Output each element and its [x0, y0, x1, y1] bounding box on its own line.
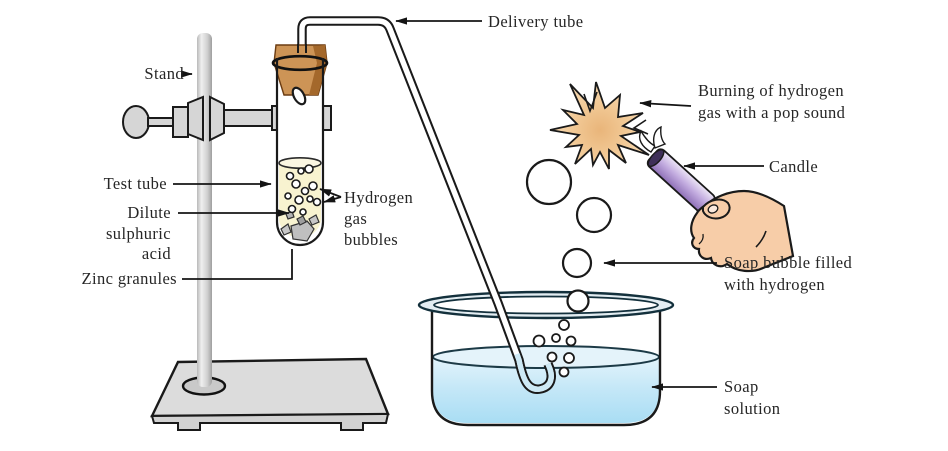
hydrogen-bubbles-pointer-2 [323, 195, 342, 203]
soap-bubble-large [525, 158, 573, 206]
label-candle: Candle [769, 157, 818, 176]
pointer-lines [173, 17, 764, 391]
candle-tip [647, 148, 665, 168]
label-stand: Stand [144, 64, 184, 83]
label-burning-2: gas with a pop sound [698, 103, 846, 122]
zinc-granules-chunks [280, 210, 320, 242]
label-zinc-granules: Zinc granules [82, 269, 177, 288]
delivery-tube-underwater [514, 353, 554, 392]
flame-petal-left [638, 129, 657, 153]
soap-bubbles-rising [525, 158, 613, 313]
candle-group [638, 125, 795, 273]
zinc-granules-pointer [182, 249, 293, 280]
stand-base-feet [150, 412, 390, 431]
wrist-crease [755, 230, 767, 248]
beaker-rim-inner [433, 295, 659, 315]
label-dilute: Dilute [127, 203, 171, 222]
zinc-chunk [308, 214, 320, 226]
clamp-block [172, 106, 189, 138]
tube-end-loop [291, 86, 307, 106]
label-acid: acid [142, 244, 171, 263]
flame-petal-right [652, 125, 667, 149]
label-soap-bubble-2: with hydrogen [724, 275, 825, 294]
acid-surface [278, 157, 322, 170]
test-tube-glass-outline [275, 58, 325, 247]
label-soap-bubble-1: Soap bubble filled [724, 253, 853, 272]
explosion-starburst [549, 81, 650, 170]
hydrogen-bubbles-pointer-1 [319, 188, 342, 198]
starburst-squiggle-right [632, 119, 649, 135]
delivery-tube-outline [297, 16, 556, 394]
soap-bubble-medium [575, 196, 613, 234]
thumbnail [707, 204, 719, 214]
beaker-wall [430, 311, 662, 427]
label-sulphuric: sulphuric [106, 224, 171, 243]
label-bubbles: bubbles [344, 230, 398, 249]
beaker [417, 290, 675, 427]
clamp-cone-left [187, 95, 204, 142]
knuckle-crease [698, 233, 704, 245]
bubble-cluster [532, 319, 577, 378]
label-gas: gas [344, 209, 367, 228]
soap-bubble-small [561, 247, 593, 279]
labels: Delivery tube Stand Test tube Dilute sul… [82, 12, 853, 418]
label-hydrogen: Hydrogen [344, 188, 413, 207]
burning-pointer [639, 99, 692, 108]
soap-bubble-tiny [566, 289, 590, 313]
starburst-shape [549, 81, 650, 170]
label-test-tube: Test tube [104, 174, 167, 193]
cork-shadow [309, 45, 327, 95]
delivery-tube [297, 16, 556, 394]
label-soap-solution-2: solution [724, 399, 780, 418]
clamp-cone-right [209, 95, 225, 142]
retort-stand [150, 33, 390, 431]
clamp [122, 95, 332, 142]
test-tube-assembly [271, 44, 329, 247]
clamp-screw [147, 117, 176, 127]
test-tube-rim [271, 54, 329, 72]
zinc-chunk [280, 223, 292, 236]
clamp-arm [223, 109, 273, 127]
stand-rod [197, 33, 212, 387]
soap-solution-surface [432, 345, 660, 369]
label-soap-solution-1: Soap [724, 377, 759, 396]
zinc-chunk [296, 215, 307, 226]
label-burning-1: Burning of hydrogen [698, 81, 844, 100]
starburst-squiggle-top [583, 91, 598, 114]
clamp-knob [122, 105, 150, 139]
hydrogen-bubbles-in-tube [284, 164, 322, 216]
label-delivery-tube: Delivery tube [488, 12, 583, 31]
